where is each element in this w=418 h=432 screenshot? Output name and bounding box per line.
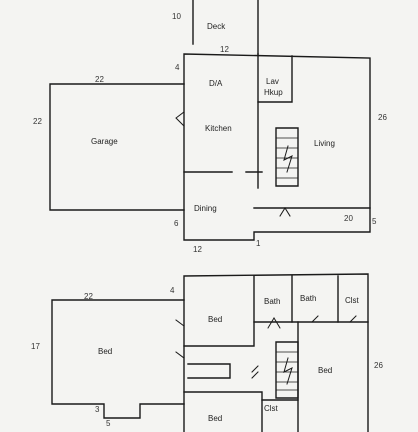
room-label-closet-bottom: Clst: [264, 404, 278, 413]
hall-door-mark: [251, 365, 259, 379]
second-floor-exterior-wall: [183, 273, 369, 432]
room-label-closet-top: Clst: [345, 296, 359, 305]
room-label-bed-right: Bed: [318, 366, 333, 375]
left-bed-outline: [51, 299, 185, 419]
second-floor-walls: [51, 273, 369, 432]
lav-wall: [257, 53, 293, 103]
dim-living-depth: 26: [378, 113, 387, 122]
dim-garage-offset: 4: [175, 63, 180, 72]
room-label-hkup: Hkup: [264, 88, 283, 97]
hall-wall: [183, 391, 263, 432]
room-label-living: Living: [314, 139, 335, 148]
dim-deck-width: 12: [220, 45, 229, 54]
room-label-bed-bottom: Bed: [208, 414, 223, 423]
dim-deck-depth: 10: [172, 12, 181, 21]
dim-top-offset: 4: [170, 286, 175, 295]
room-label-dining: Dining: [194, 204, 217, 213]
dim-bump-depth: 3: [95, 405, 100, 414]
dim-porch-width: 20: [344, 214, 353, 223]
room-label-deck: Deck: [207, 22, 226, 31]
stair-arrow: [283, 145, 293, 173]
center-bed-door: [175, 319, 185, 359]
room-label-dining-area: D/A: [209, 79, 223, 88]
room-label-kitchen: Kitchen: [205, 124, 232, 133]
dim-dining-width: 12: [193, 245, 202, 254]
dim-top-width: 22: [84, 292, 93, 301]
bath-door-marks: [267, 315, 357, 329]
room-label-lav: Lav: [266, 77, 279, 86]
room-label-bed-left: Bed: [98, 347, 113, 356]
dim-dining-offset: 6: [174, 219, 179, 228]
dim-corner-mark: 1: [256, 239, 261, 248]
garage-outline: [49, 83, 185, 211]
dim-left-depth: 17: [31, 342, 40, 351]
room-label-bath-1: Bath: [264, 297, 281, 306]
garage-door-marker: [175, 111, 185, 127]
porch-marker: [279, 207, 291, 217]
dim-garage-depth: 22: [33, 117, 42, 126]
hall-box: [187, 363, 231, 379]
room-label-bath-2: Bath: [300, 294, 317, 303]
dim-right-depth: 26: [374, 361, 383, 370]
first-floor-walls: [49, 0, 371, 241]
deck-outline: [192, 0, 259, 55]
dim-garage-width: 22: [95, 75, 104, 84]
room-label-bed-center: Bed: [208, 315, 223, 324]
stair-outline: [275, 127, 299, 187]
first-floor-exterior-wall: [183, 53, 371, 241]
center-bed-wall: [183, 275, 255, 347]
room-label-garage: Garage: [91, 137, 118, 146]
stair-arrow-2: [283, 357, 293, 385]
dim-porch-depth: 5: [372, 217, 377, 226]
dim-bump-width: 5: [106, 419, 111, 428]
